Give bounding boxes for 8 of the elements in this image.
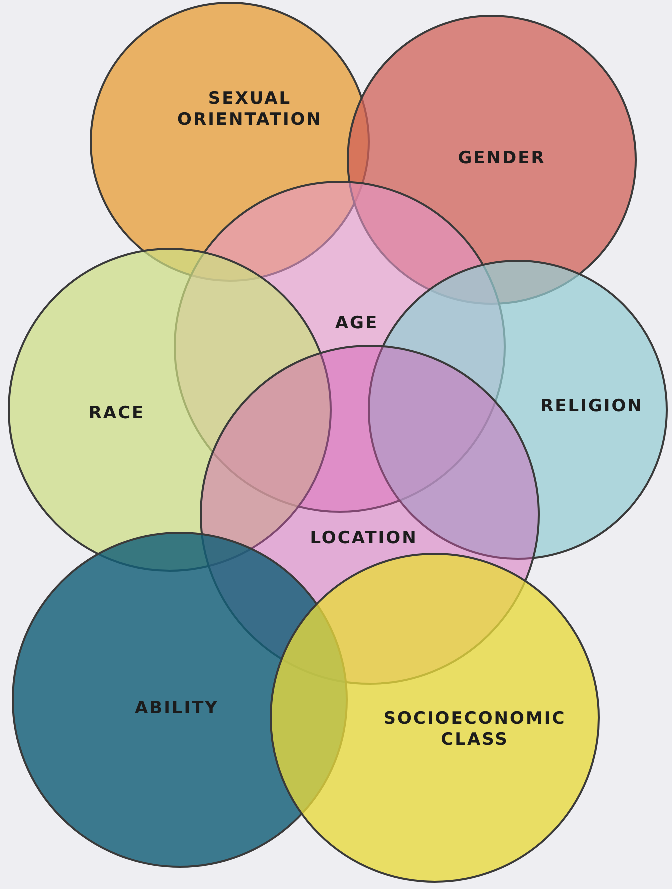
circle-label: GENDER [457, 148, 547, 170]
circle-label: RACE [88, 404, 146, 424]
circle-label: ABILITY [134, 698, 220, 720]
circle-label: SEXUAL ORIENTATION [176, 89, 324, 131]
circle-label: SOCIOECONOMIC CLASS [382, 709, 568, 751]
circle-label: LOCATION [309, 528, 419, 550]
circle-label: AGE [334, 314, 380, 334]
circle-label: RELIGION [540, 396, 644, 418]
